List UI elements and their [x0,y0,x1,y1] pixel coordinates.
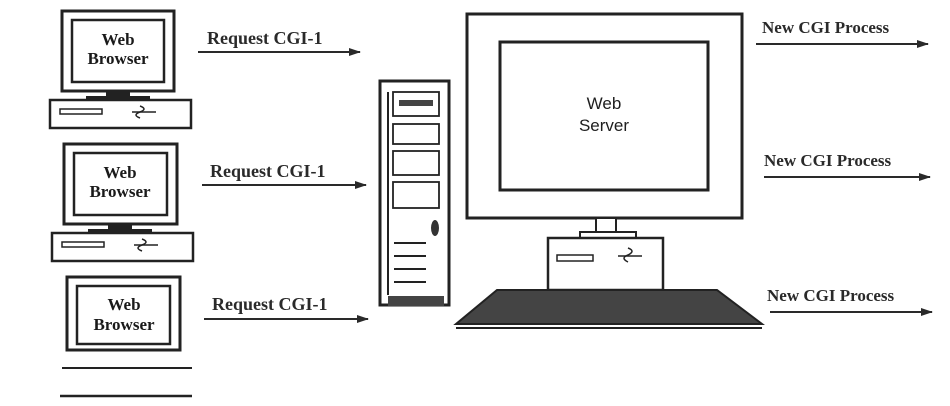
process-label: New CGI Process [764,151,892,170]
browser-label-line2: Browser [87,49,149,68]
client-case-3 [60,367,192,398]
request-arrow-2: Request CGI-1 [202,161,367,189]
server-keyboard [453,289,765,329]
server-base [546,236,665,292]
server-label-line2: Server [579,116,629,135]
process-label: New CGI Process [767,286,895,305]
request-arrow-3: Request CGI-1 [204,294,369,323]
client-case-1 [48,98,193,130]
process-arrow-1: New CGI Process [756,18,929,48]
request-label: Request CGI-1 [207,28,323,48]
request-arrow-1: Request CGI-1 [198,28,361,56]
client-computer-1: Web Browser [48,9,193,130]
client-monitor-1: Web Browser [60,9,176,100]
request-label: Request CGI-1 [212,294,328,314]
process-arrow-2: New CGI Process [764,151,931,181]
process-arrow-3: New CGI Process [767,286,933,316]
client-monitor-2: Web Browser [62,142,179,233]
client-monitor-3: Web Browser [65,275,182,352]
browser-label-line1: Web [107,295,140,314]
browser-label-line2: Browser [93,315,155,334]
client-computer-2: Web Browser [50,142,195,263]
client-computer-3: Web Browser [60,275,192,398]
process-label: New CGI Process [762,18,890,37]
browser-label-line1: Web [101,30,134,49]
server-monitor: Web Server [465,12,744,239]
server-label-line1: Web [587,94,622,113]
server-tower [378,79,451,307]
request-label: Request CGI-1 [210,161,326,181]
browser-label-line2: Browser [89,182,151,201]
browser-label-line1: Web [103,163,136,182]
client-case-2 [50,231,195,263]
